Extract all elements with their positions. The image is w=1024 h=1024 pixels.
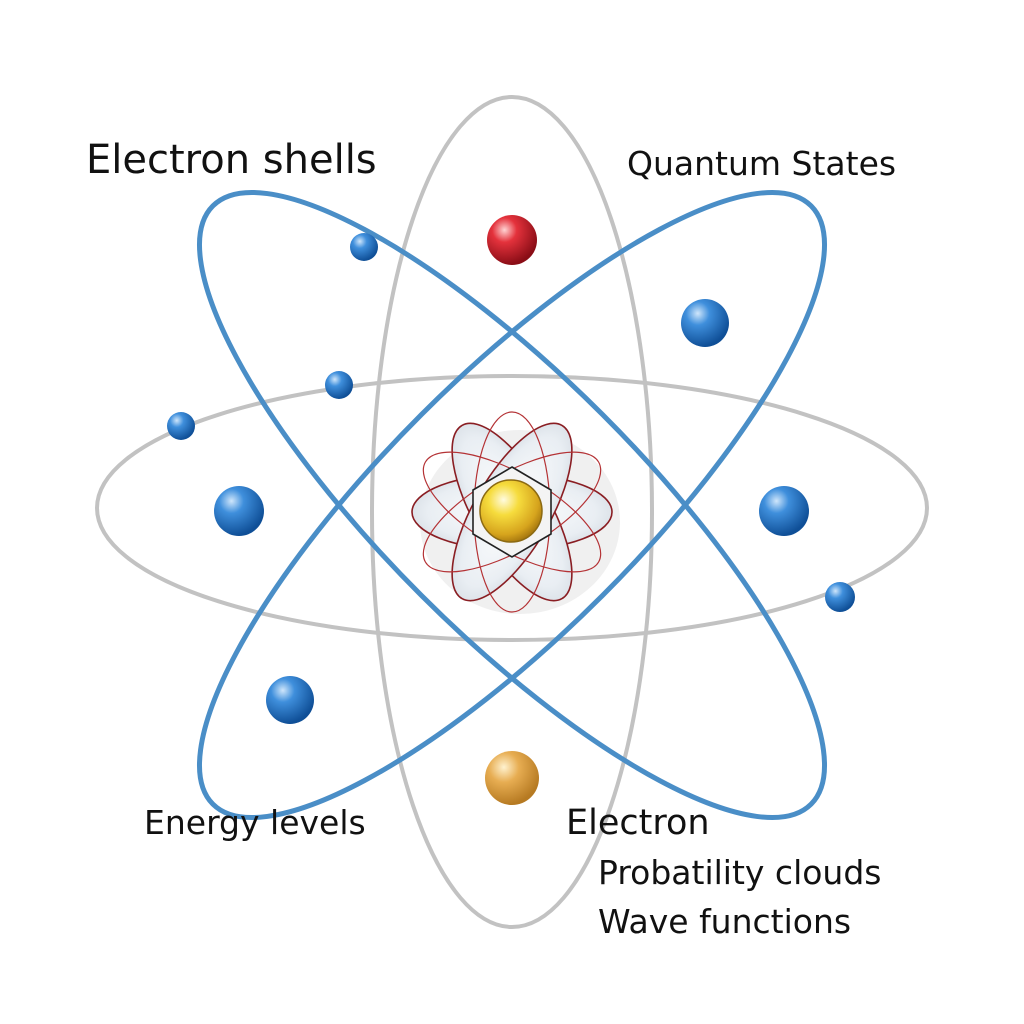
electron-icon [350,233,378,261]
orbit-rings [95,95,929,929]
orbit-horizontal [95,374,929,642]
electron-icon [681,299,729,347]
label-energy-levels: Energy levels [144,803,366,842]
electron-icon [266,676,314,724]
electrons [167,215,855,805]
label-quantum-states: Quantum States [627,144,897,183]
electron-icon [167,412,195,440]
electron-icon [825,582,855,612]
electron-icon [325,371,353,399]
orbit-diagonal-ne [196,189,828,821]
orbit-diagonal-nw [196,189,828,821]
label-wave-functions: Wave functions [598,902,852,941]
electron-icon [759,486,809,536]
nucleus-icon [411,411,620,614]
label-probability-clouds: Probatility clouds [598,853,882,892]
electron-icon [214,486,264,536]
label-electron-shells: Electron shells [86,137,377,183]
orbit-vertical [370,95,654,929]
label-electron: Electron [566,803,710,843]
electron-icon [487,215,537,265]
nucleus-core [479,479,543,543]
electron-icon [485,751,539,805]
